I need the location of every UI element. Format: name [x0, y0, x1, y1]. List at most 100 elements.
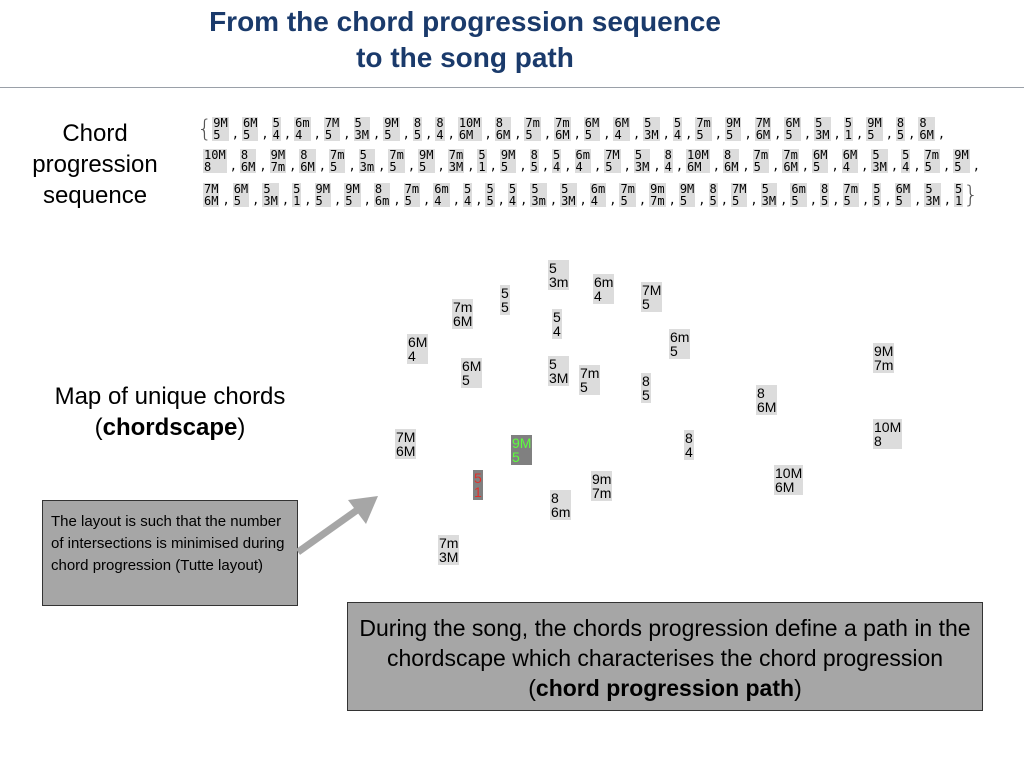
node-bottom: 6M: [453, 313, 473, 329]
node-bottom: 6M: [396, 443, 416, 459]
chordscape-term: chordscape: [102, 414, 238, 441]
separator: ,: [653, 159, 661, 173]
chord-bass: 5: [486, 194, 494, 208]
chord-bass: 5: [785, 128, 793, 142]
separator: ,: [685, 127, 693, 141]
separator: ,: [520, 193, 528, 207]
title-line-2: to the song path: [356, 42, 574, 73]
chord-top: 6M: [842, 148, 858, 162]
node-top: 6M: [408, 334, 428, 350]
chord-bass: 4: [902, 160, 910, 174]
separator: ,: [774, 127, 782, 141]
separator: ,: [423, 193, 431, 207]
chord-bass: 3m: [531, 194, 546, 208]
separator: ,: [698, 193, 706, 207]
separator: ,: [343, 127, 351, 141]
sequence-label-line: sequence: [42, 182, 148, 209]
chord-bass: 5: [924, 160, 932, 174]
node-top: 7M: [642, 282, 662, 298]
separator: ,: [772, 159, 780, 173]
chord-top: 6M: [233, 182, 249, 196]
chord-bass: 1: [955, 194, 963, 208]
chord-top: 8: [436, 116, 444, 130]
separator: ,: [543, 127, 552, 141]
chord-top: 5: [293, 182, 301, 196]
separator: ,: [675, 159, 684, 173]
chord-bass: 5: [389, 160, 397, 174]
separator: ,: [229, 159, 237, 173]
title-divider: [0, 87, 1024, 88]
chord-bass: 7m: [270, 160, 286, 174]
chord-bass: 1: [478, 160, 486, 174]
separator: ,: [861, 159, 869, 173]
chord-top: 9M: [419, 148, 434, 162]
node-top: 5: [474, 470, 482, 486]
map-label-line: Map of unique chords: [54, 383, 286, 410]
separator: ,: [407, 159, 416, 173]
chord-top: 9m: [650, 182, 665, 196]
node-top: 10M: [775, 465, 803, 481]
separator: ,: [393, 193, 401, 207]
chord-top: 6m: [575, 148, 590, 162]
node-top: 9M: [512, 435, 532, 451]
chord-top: 8: [240, 148, 249, 162]
separator: ,: [712, 159, 720, 173]
chord-top: 7m: [696, 116, 711, 130]
separator: ,: [489, 159, 497, 173]
chord-bass: 5: [679, 194, 688, 208]
chord-bass: 5: [813, 160, 821, 174]
chord-bass: 3M: [925, 194, 940, 208]
separator: ,: [452, 193, 460, 207]
node-bottom: 3m: [549, 274, 569, 290]
chord-bass: 5: [867, 128, 875, 142]
separator: ,: [593, 159, 602, 173]
chord-bass: 5: [843, 194, 851, 208]
chord-bass: 5: [324, 128, 333, 142]
chord-top: 5: [263, 182, 271, 196]
sequence-label-line: progression: [32, 151, 158, 178]
node-top: 8: [642, 373, 650, 389]
chord-progression-path-term: chord progression path: [535, 675, 795, 701]
title-line-1: From the chord progression sequence: [209, 6, 721, 37]
separator: ,: [908, 127, 916, 141]
node-top: 9m: [592, 471, 612, 487]
chord-bass: 5: [873, 194, 881, 208]
node-bottom: 8: [874, 433, 882, 449]
node-top: 6m: [594, 274, 614, 290]
chord-top: 5: [553, 148, 561, 162]
chord-top: 5: [955, 182, 963, 196]
separator: ,: [252, 193, 260, 207]
